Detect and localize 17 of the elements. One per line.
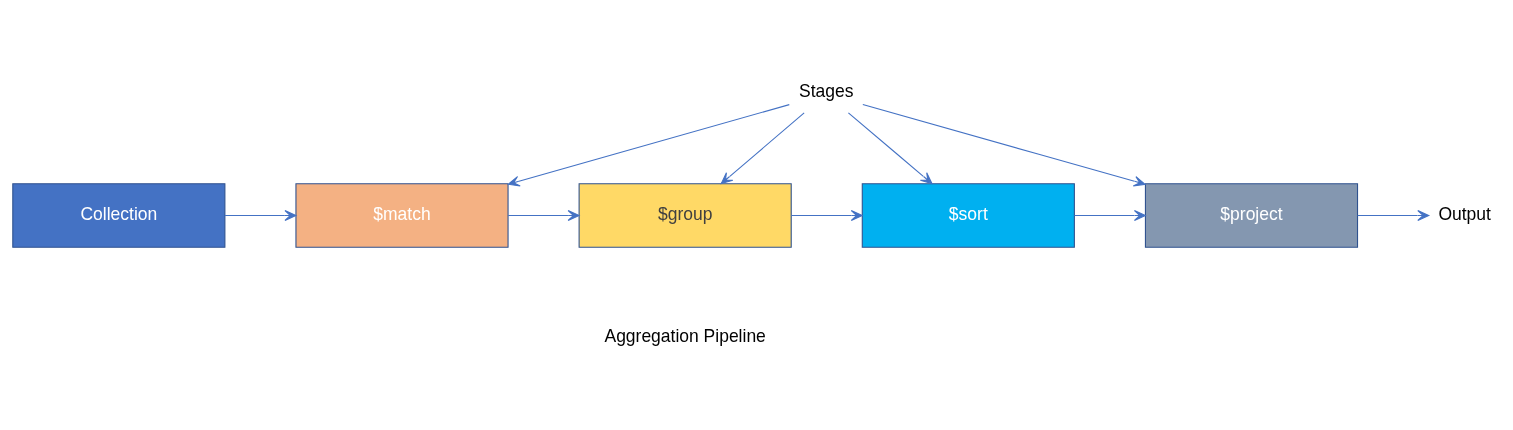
arrow — [720, 111, 805, 184]
node-box: $match — [295, 182, 509, 248]
node-box: $group — [578, 182, 792, 248]
arrow — [507, 103, 790, 187]
arrow — [507, 209, 580, 221]
node-text: Stages — [798, 80, 854, 101]
label: Aggregation Pipeline — [604, 325, 766, 346]
node-box: $project — [1144, 182, 1359, 248]
arrow — [224, 209, 297, 221]
node-box: Collection — [12, 182, 226, 248]
arrow — [862, 103, 1146, 187]
arrow — [790, 209, 863, 221]
arrow — [847, 111, 933, 184]
arrow — [1073, 209, 1146, 221]
node-box: $sort — [861, 182, 1075, 248]
arrow — [1357, 209, 1430, 221]
node-text: Output — [1438, 203, 1491, 224]
